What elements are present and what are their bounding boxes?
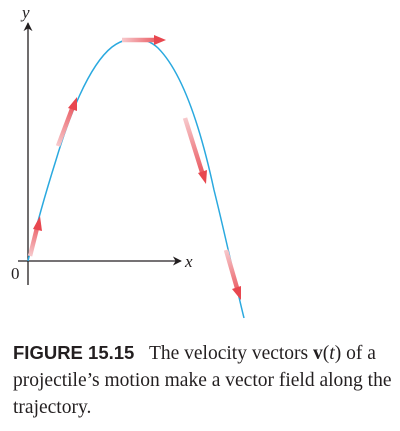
x-axis-label: x: [184, 252, 193, 271]
y-axis-label: y: [20, 3, 30, 22]
time-variable: t: [329, 343, 335, 364]
velocity-vector: [223, 249, 241, 300]
velocity-vector: [182, 117, 207, 184]
velocity-vector: [55, 97, 77, 147]
vector-symbol: v: [313, 343, 323, 364]
caption-text-end: of a projectile’s motion make a vector f…: [13, 343, 392, 418]
caption-text-start: The velocity vectors: [148, 343, 314, 364]
velocity-vector: [122, 35, 166, 45]
origin-label: 0: [11, 264, 20, 283]
figure-number: FIGURE 15.15: [13, 342, 135, 363]
figure-caption: FIGURE 15.15 The velocity vectors v(t) o…: [13, 339, 398, 421]
open-paren: (: [322, 343, 330, 364]
trajectory-curve: [27, 38, 245, 319]
close-paren: ): [334, 343, 342, 364]
velocity-vector: [27, 216, 42, 257]
projectile-figure: y x 0: [11, 3, 245, 319]
